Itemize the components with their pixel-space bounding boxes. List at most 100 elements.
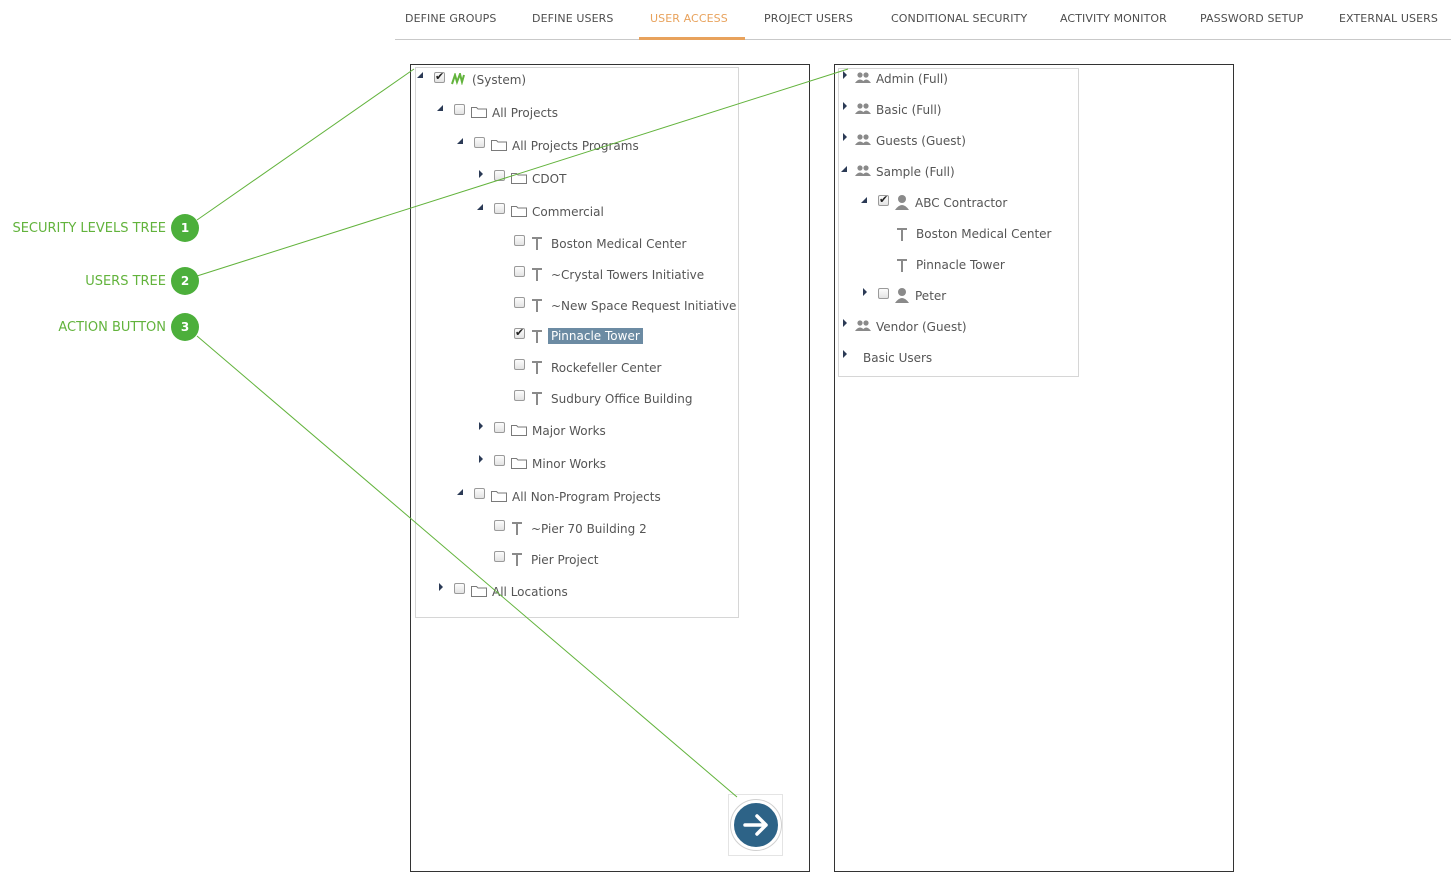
checkbox-project[interactable] <box>514 235 525 246</box>
tree-node-project[interactable]: Rockefeller Center <box>551 361 662 375</box>
expand-toggle[interactable] <box>843 133 847 141</box>
top-tab-bar: DEFINE GROUPS DEFINE USERS USER ACCESS P… <box>395 0 1451 40</box>
arrow-right-icon <box>743 814 768 836</box>
tab-external-users[interactable]: EXTERNAL USERS <box>1339 12 1438 25</box>
expand-toggle[interactable] <box>843 350 847 358</box>
action-button[interactable] <box>731 800 781 850</box>
tree-node-all-projects-programs[interactable]: All Projects Programs <box>512 139 639 153</box>
expand-toggle[interactable] <box>457 138 463 144</box>
hammer-icon <box>532 299 542 312</box>
expand-toggle[interactable] <box>479 170 483 178</box>
tab-password-setup[interactable]: PASSWORD SETUP <box>1200 12 1304 25</box>
expand-toggle[interactable] <box>417 72 423 78</box>
checkbox-project[interactable] <box>514 359 525 370</box>
tree-node-user-project[interactable]: Pinnacle Tower <box>916 258 1005 272</box>
checkbox-commercial[interactable] <box>494 203 505 214</box>
tree-node-user[interactable]: ABC Contractor <box>915 196 1008 210</box>
folder-icon <box>511 458 527 469</box>
tab-user-access[interactable]: USER ACCESS <box>650 12 728 25</box>
checkbox-project[interactable] <box>514 326 525 340</box>
callout-badge-3: 3 <box>171 313 199 341</box>
tree-node-project[interactable]: ~Crystal Towers Initiative <box>551 268 705 282</box>
tree-node-all-locations[interactable]: All Locations <box>492 585 568 599</box>
group-icon <box>855 134 871 145</box>
checkbox-user[interactable] <box>878 193 889 207</box>
hammer-icon <box>532 361 542 374</box>
callout-badge-1: 1 <box>171 214 199 242</box>
tab-define-users[interactable]: DEFINE USERS <box>532 12 614 25</box>
checkbox-project[interactable] <box>514 297 525 308</box>
tree-node-project[interactable]: Pier Project <box>531 553 599 567</box>
tree-node-project-selected[interactable]: Pinnacle Tower <box>548 328 643 344</box>
checkbox-project[interactable] <box>514 266 525 277</box>
tree-node-group[interactable]: Admin (Full) <box>876 72 948 86</box>
expand-toggle[interactable] <box>843 71 847 79</box>
tree-node-project[interactable]: ~New Space Request Initiative <box>551 299 737 313</box>
callout-label-users-tree: USERS TREE <box>85 274 166 289</box>
checkbox-all-locations[interactable] <box>454 583 465 594</box>
tab-define-groups[interactable]: DEFINE GROUPS <box>405 12 497 25</box>
tree-node-project[interactable]: Boston Medical Center <box>551 237 687 251</box>
tree-node-commercial[interactable]: Commercial <box>532 205 604 219</box>
users-tree <box>838 68 1079 377</box>
hammer-icon <box>512 553 522 566</box>
action-button-container <box>728 794 783 856</box>
tree-node-minor-works[interactable]: Minor Works <box>532 457 607 471</box>
tree-node-project[interactable]: ~Pier 70 Building 2 <box>531 522 647 536</box>
active-tab-indicator <box>639 37 745 40</box>
callout-label-security-tree: SECURITY LEVELS TREE <box>12 221 166 236</box>
tree-node-all-non-program[interactable]: All Non-Program Projects <box>512 490 661 504</box>
tree-node-project[interactable]: Sudbury Office Building <box>551 392 693 406</box>
tree-node-cdot[interactable]: CDOT <box>532 172 567 186</box>
checkbox-all-non-program[interactable] <box>474 488 485 499</box>
hammer-icon <box>897 228 907 241</box>
expand-toggle[interactable] <box>841 166 847 172</box>
expand-toggle[interactable] <box>439 583 443 591</box>
tree-node-group[interactable]: Sample (Full) <box>876 165 955 179</box>
folder-icon <box>491 140 507 151</box>
checkbox-all-projects[interactable] <box>454 104 465 115</box>
checkbox-all-projects-programs[interactable] <box>474 137 485 148</box>
folder-icon <box>511 173 527 184</box>
system-logo-icon <box>451 73 465 85</box>
tab-project-users[interactable]: PROJECT USERS <box>764 12 853 25</box>
expand-toggle[interactable] <box>457 489 463 495</box>
expand-toggle[interactable] <box>843 102 847 110</box>
tree-node-system[interactable]: (System) <box>472 73 527 87</box>
checkbox-cdot[interactable] <box>494 170 505 181</box>
checkbox-major-works[interactable] <box>494 422 505 433</box>
tree-node-all-projects[interactable]: All Projects <box>492 106 558 120</box>
tree-node-group[interactable]: Guests (Guest) <box>876 134 966 148</box>
tree-node-user-project[interactable]: Boston Medical Center <box>916 227 1052 241</box>
expand-toggle[interactable] <box>843 319 847 327</box>
folder-icon <box>511 206 527 217</box>
tree-node-major-works[interactable]: Major Works <box>532 424 606 438</box>
callout-label-action-button: ACTION BUTTON <box>58 320 166 335</box>
checkbox-minor-works[interactable] <box>494 455 505 466</box>
tree-node-group[interactable]: Basic (Full) <box>876 103 942 117</box>
hammer-icon <box>532 392 542 405</box>
expand-toggle[interactable] <box>861 197 867 203</box>
hammer-icon <box>532 237 542 250</box>
group-icon <box>855 320 871 331</box>
tree-node-group[interactable]: Vendor (Guest) <box>876 320 967 334</box>
folder-icon <box>511 425 527 436</box>
checkbox-project[interactable] <box>494 520 505 531</box>
checkbox-project[interactable] <box>494 551 505 562</box>
checkbox-user[interactable] <box>878 288 889 299</box>
checkbox-system[interactable] <box>434 70 445 84</box>
group-icon <box>855 103 871 114</box>
expand-toggle[interactable] <box>477 204 483 210</box>
hammer-icon <box>532 330 542 343</box>
tab-activity-monitor[interactable]: ACTIVITY MONITOR <box>1060 12 1167 25</box>
hammer-icon <box>512 522 522 535</box>
folder-icon <box>491 491 507 502</box>
expand-toggle[interactable] <box>479 455 483 463</box>
tab-conditional-security[interactable]: CONDITIONAL SECURITY <box>891 12 1028 25</box>
expand-toggle[interactable] <box>479 422 483 430</box>
tree-node-basic-users[interactable]: Basic Users <box>863 351 933 365</box>
expand-toggle[interactable] <box>863 288 867 296</box>
expand-toggle[interactable] <box>437 105 443 111</box>
checkbox-project[interactable] <box>514 390 525 401</box>
tree-node-user[interactable]: Peter <box>915 289 947 303</box>
